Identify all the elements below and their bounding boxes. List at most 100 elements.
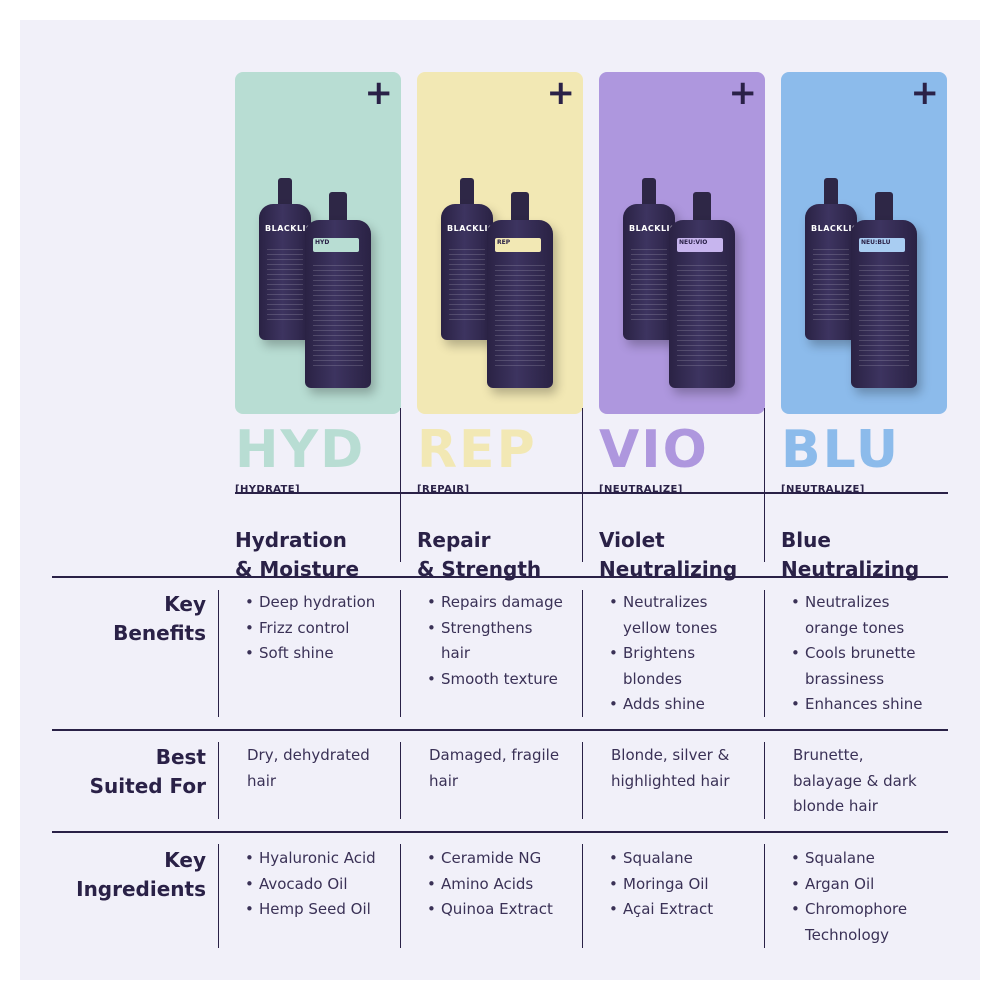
bottle-label: NEU:VIO (677, 238, 723, 252)
list-item: Squalane (607, 846, 757, 872)
row-rule (52, 729, 948, 731)
bottle-body: BLACKLIGHT (805, 204, 872, 340)
bottle-body: HYD (305, 220, 371, 388)
cell-key-benefits-vio: Neutralizes yellow tones Brightens blond… (607, 590, 737, 718)
product-card-rep[interactable]: + BLACKLIGHT REP (417, 72, 583, 414)
list-item: Chromophore Technology (789, 897, 939, 948)
list-item: Strengthens hair (425, 616, 545, 667)
divider (582, 506, 583, 562)
list-item: Deep hydration (243, 590, 393, 616)
divider (400, 408, 401, 508)
divider (764, 506, 765, 562)
bottle-conditioner-image: REP (487, 192, 553, 388)
bottle-label: REP (495, 238, 541, 252)
cell-key-ingredients-vio: Squalane Moringa Oil Açai Extract (607, 846, 757, 923)
cell-key-ingredients-blu: Squalane Argan Oil Chromophore Technolog… (789, 846, 939, 948)
bottle-body: NEU:BLU (851, 220, 917, 388)
divider (218, 844, 219, 948)
bottle-fine-print (495, 265, 545, 368)
list-item: Argan Oil (789, 872, 939, 898)
column-title-line: Hydration (235, 528, 347, 552)
list-item: Cools brunette brassiness (789, 641, 939, 692)
bottle-body: BLACKLIGHT (259, 204, 326, 340)
bottle-shampoo-image: BLACKLIGHT (259, 178, 326, 340)
row-rule (52, 576, 948, 578)
row-label-key-benefits: Key Benefits (20, 590, 206, 648)
plus-icon[interactable]: + (546, 73, 576, 113)
list-item: Neutralizes yellow tones (607, 590, 737, 641)
bottle-conditioner-image: HYD (305, 192, 371, 388)
cell-best-suited-rep: Damaged, fragile hair (429, 746, 560, 790)
bottle-fine-print (677, 265, 727, 368)
bottle-cap (278, 178, 292, 206)
list-item: Soft shine (243, 641, 393, 667)
column-title-line: Neutralizing (599, 557, 738, 581)
bottle-fine-print (813, 249, 849, 320)
cell-best-suited-blu: Brunette, balayage & dark blonde hair (793, 746, 917, 816)
bottle-cap (693, 192, 711, 222)
divider (400, 844, 401, 948)
column-title-line: & Strength (417, 557, 542, 581)
bottle-conditioner-image: NEU:VIO (669, 192, 735, 388)
plus-icon[interactable]: + (910, 73, 940, 113)
column-title-line: Violet (599, 528, 665, 552)
bottle-brand: BLACKLIGHT (447, 224, 509, 233)
bottle-fine-print (631, 249, 667, 320)
cell-key-ingredients-hyd: Hyaluronic Acid Avocado Oil Hemp Seed Oi… (243, 846, 393, 923)
cell-best-suited-hyd: Dry, dehydrated hair (247, 746, 370, 790)
list-item: Squalane (789, 846, 939, 872)
divider (400, 590, 401, 717)
bottle-cap (824, 178, 838, 206)
row-label-key-ingredients: Key Ingredients (20, 846, 206, 904)
plus-icon[interactable]: + (364, 73, 394, 113)
list-item: Hemp Seed Oil (243, 897, 393, 923)
cell-key-benefits-hyd: Deep hydration Frizz control Soft shine (243, 590, 393, 667)
divider (400, 742, 401, 819)
bottle-fine-print (449, 249, 485, 320)
bottle-shampoo-image: BLACKLIGHT (441, 178, 508, 340)
bottle-cap (511, 192, 529, 222)
column-title-line: & Moisture (235, 557, 360, 581)
bottle-body: REP (487, 220, 553, 388)
list-item: Smooth texture (425, 667, 575, 693)
column-title-line: Repair (417, 528, 491, 552)
row-label-line: Key (164, 848, 206, 872)
product-code-rep: REP (417, 420, 537, 480)
product-qualifier-vio: [NEUTRALIZE] (599, 484, 683, 495)
bottle-fine-print (859, 265, 909, 368)
list-item: Brightens blondes (607, 641, 707, 692)
product-code-blu: BLU (781, 420, 901, 480)
divider (218, 590, 219, 717)
row-label-line: Best (155, 745, 206, 769)
divider (764, 844, 765, 948)
row-label-best-suited-for: Best Suited For (20, 743, 206, 801)
row-label-line: Suited For (89, 774, 206, 798)
divider (582, 844, 583, 948)
bottle-cap (875, 192, 893, 222)
bottle-body: BLACKLIGHT (623, 204, 690, 340)
cell-key-benefits-blu: Neutralizes orange tones Cools brunette … (789, 590, 949, 718)
bottle-body: NEU:VIO (669, 220, 735, 388)
bottle-label: NEU:BLU (859, 238, 905, 252)
list-item: Ceramide NG (425, 846, 575, 872)
bottle-shampoo-image: BLACKLIGHT (805, 178, 872, 340)
list-item: Amino Acids (425, 872, 575, 898)
bottle-fine-print (267, 249, 303, 320)
header-rule (235, 492, 948, 494)
bottle-brand: BLACKLIGHT (265, 224, 327, 233)
list-item: Repairs damage (425, 590, 575, 616)
plus-icon[interactable]: + (728, 73, 758, 113)
cell-key-benefits-rep: Repairs damage Strengthens hair Smooth t… (425, 590, 575, 692)
divider (582, 742, 583, 819)
product-card-vio[interactable]: + BLACKLIGHT NEU:VIO (599, 72, 765, 414)
product-qualifier-hyd: [HYDRATE] (235, 484, 300, 495)
bottle-shampoo-image: BLACKLIGHT (623, 178, 690, 340)
row-label-line: Ingredients (76, 877, 206, 901)
column-title-line: Blue (781, 528, 831, 552)
cell-best-suited-vio: Blonde, silver & highlighted hair (611, 746, 730, 790)
bottle-brand: BLACKLIGHT (629, 224, 691, 233)
list-item: Quinoa Extract (425, 897, 575, 923)
